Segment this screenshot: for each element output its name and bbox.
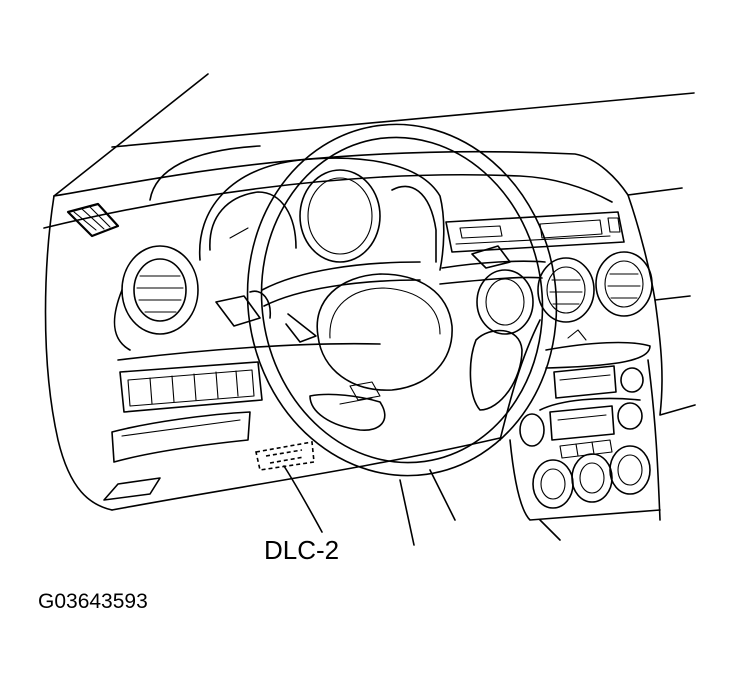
audio-head-unit <box>446 212 624 252</box>
side-defrost-vent <box>68 204 118 236</box>
dlc2-label: DLC-2 <box>264 535 339 565</box>
steering-column <box>216 291 455 545</box>
dlc2-connector <box>256 442 314 470</box>
dlc2-leader-line <box>284 466 322 532</box>
windshield-lines <box>46 74 695 510</box>
steering-wheel <box>225 104 579 495</box>
left-lower-trim <box>104 412 500 510</box>
left-round-vent <box>114 246 198 350</box>
center-round-vents <box>477 252 652 334</box>
dashboard-top <box>44 146 695 415</box>
figure-id: G03643593 <box>38 590 148 613</box>
climate-knobs <box>510 360 660 540</box>
left-switch-panel <box>118 344 380 412</box>
instrument-cluster <box>200 158 444 270</box>
center-stack <box>500 320 650 458</box>
